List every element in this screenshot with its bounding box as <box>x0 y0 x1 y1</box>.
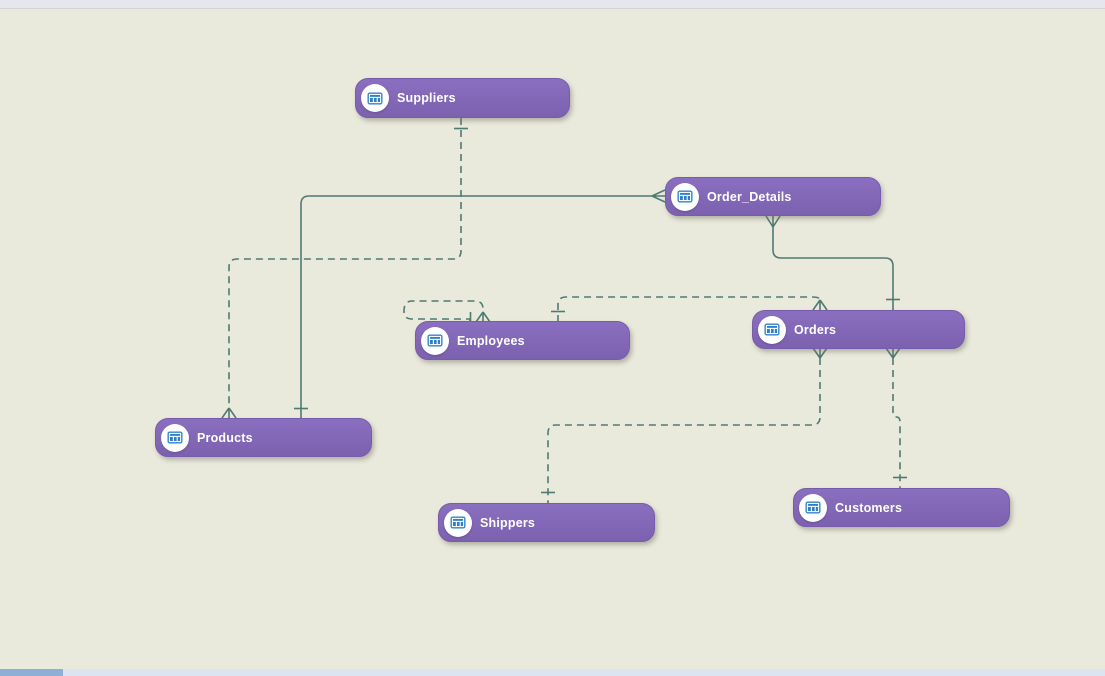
crow-foot-orderdetails-left <box>651 189 666 203</box>
table-node-products[interactable]: Products <box>155 418 372 457</box>
table-label: Customers <box>835 500 903 515</box>
crow-foot-employees-self <box>475 311 491 323</box>
horizontal-scrollbar-thumb[interactable] <box>0 669 63 676</box>
relationship-orderdetails-products[interactable] <box>294 189 666 418</box>
table-label: Shippers <box>480 515 536 530</box>
table-icon <box>421 326 449 355</box>
crow-foot-orders-bottom-right <box>885 347 901 359</box>
table-icon <box>361 84 389 112</box>
crow-foot-orders-bottom-left <box>812 347 828 359</box>
crow-foot-products <box>221 407 237 419</box>
relationship-orders-customers[interactable] <box>885 347 907 488</box>
table-label: Order_Details <box>707 189 792 204</box>
horizontal-scrollbar[interactable] <box>0 669 1105 676</box>
table-node-customers[interactable]: Customers <box>793 488 1010 527</box>
table-node-employees[interactable]: Employees <box>415 321 630 360</box>
relationship-employees-self[interactable] <box>403 300 491 323</box>
table-node-orders[interactable]: Orders <box>752 310 965 349</box>
table-icon <box>758 315 786 344</box>
crow-foot-orders-top <box>812 299 828 311</box>
relationship-suppliers-products[interactable] <box>221 118 468 419</box>
relationship-orderdetails-orders[interactable] <box>765 215 900 310</box>
crow-foot-orderdetails-bottom <box>765 215 781 228</box>
relationship-employees-orders[interactable] <box>551 296 828 322</box>
table-node-order-details[interactable]: Order_Details <box>665 177 881 216</box>
table-node-suppliers[interactable]: Suppliers <box>355 78 570 118</box>
table-icon <box>444 508 472 537</box>
table-icon <box>671 182 699 211</box>
table-label: Products <box>197 430 253 445</box>
diagram-canvas: Suppliers Order_Details Employees Orders… <box>0 9 1105 669</box>
table-node-shippers[interactable]: Shippers <box>438 503 655 542</box>
top-border-strip <box>0 0 1105 9</box>
table-label: Employees <box>457 333 525 348</box>
relationship-orders-shippers[interactable] <box>541 347 828 503</box>
table-icon <box>799 493 827 522</box>
table-label: Suppliers <box>397 91 456 105</box>
table-icon <box>161 423 189 452</box>
table-label: Orders <box>794 322 837 337</box>
